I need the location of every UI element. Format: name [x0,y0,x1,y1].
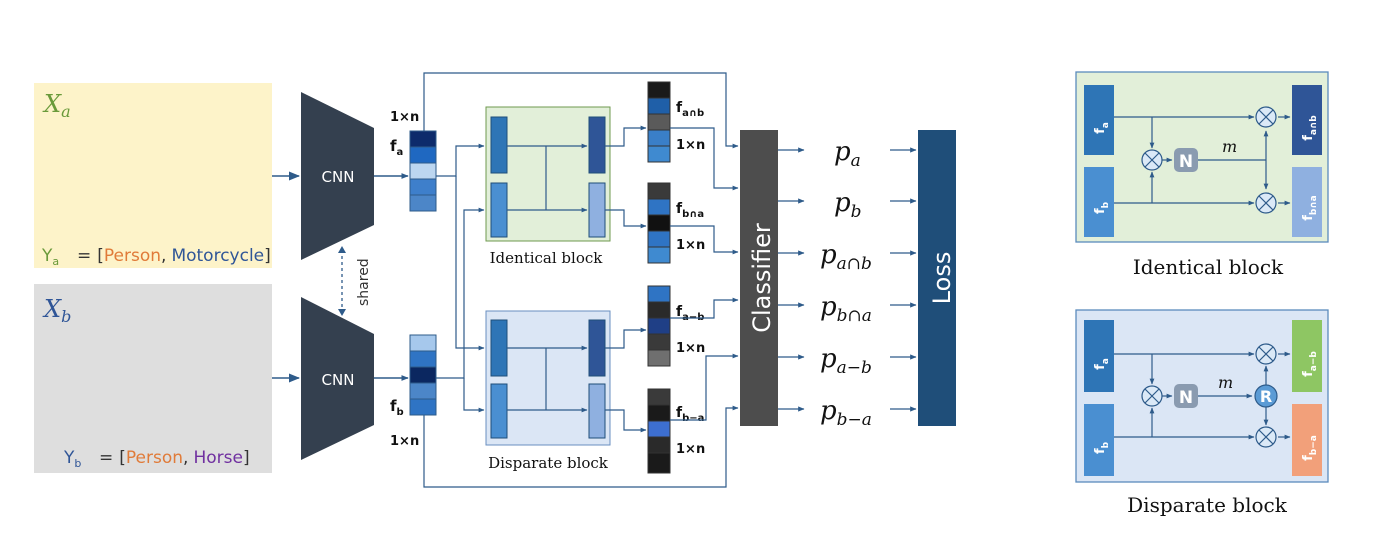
feature-vector-fb: fb 1×n [390,334,437,449]
label-a-prefix: Ya [41,246,59,268]
svg-text:Loss: Loss [928,252,956,305]
svg-text:fa∩b: fa∩b [676,100,704,119]
svg-text:1×n: 1×n [390,110,419,125]
disparate-block-caption: Disparate block [488,454,609,472]
label-b-classes: =[Person,Horse] [99,448,250,468]
svg-text:fb∩a: fb∩a [676,201,704,220]
svg-text:1×n: 1×n [676,341,705,356]
svg-text:fb∩a: fb∩a [1301,195,1319,220]
feature-vector-f-a-and-b: fa∩b 1×n [647,81,705,163]
svg-text:fb: fb [1093,441,1111,454]
svg-text:Xa: Xa [42,90,71,121]
svg-text:N: N [1179,152,1193,172]
feature-vector-f-a-minus-b: fa−b 1×n [647,285,705,367]
output-p-b-minus-a: pb−a [820,396,872,430]
class-person-b: Person [126,448,183,468]
svg-text:fa: fa [1093,358,1111,370]
svg-text:fa∩b: fa∩b [1301,115,1319,141]
svg-text:fb: fb [390,397,404,418]
identical-detail-caption: Identical block [1133,255,1284,279]
shared-label: shared [356,258,372,306]
cnn-top: CNN [301,92,374,260]
input-a-sub: a [61,102,71,121]
input-panel-a: Xa Ya =[Person,Motorcycle] [34,83,272,268]
classifier-block: Classifier [740,130,778,426]
identical-block-detail: fa fb fa∩b fb∩a N m Iden [1075,71,1329,279]
disparate-detail-caption: Disparate block [1127,493,1288,517]
feature-vector-f-b-and-a: fb∩a 1×n [647,182,705,264]
label-b-prefix: Yb [63,448,81,470]
svg-text:1×n: 1×n [676,238,705,253]
output-p-b: pb [834,188,862,222]
output-p-a: pa [834,137,861,171]
svg-text:fa−b: fa−b [676,304,704,323]
feature-vector-f-b-minus-a: fb−a 1×n [647,388,705,474]
input-a-var: X [42,90,62,118]
input-b-sub: b [61,307,71,326]
svg-text:m: m [1218,373,1233,392]
svg-text:fb: fb [1093,201,1111,214]
output-probabilities: pa pb pa∩b pb∩a pa−b pb−a [820,137,872,430]
svg-text:1×n: 1×n [390,434,419,449]
identical-block-caption: Identical block [490,249,604,267]
svg-text:Classifier: Classifier [748,223,776,333]
class-person-a: Person [104,246,161,266]
class-motorcycle: Motorcycle [171,246,264,266]
output-p-a-minus-b: pa−b [820,344,872,378]
output-p-b-and-a: pb∩a [820,292,872,326]
svg-text:fb−a: fb−a [676,405,704,424]
label-a-classes: =[Person,Motorcycle] [77,246,271,266]
feature-vector-fa: 1×n fa [390,110,437,212]
svg-text:CNN: CNN [322,168,355,186]
svg-text:1×n: 1×n [676,138,705,153]
svg-text:fa: fa [390,137,403,158]
svg-text:R: R [1260,387,1272,406]
loss-block: Loss [918,130,956,426]
identical-block-main: Identical block [485,106,611,267]
svg-text:fb−a: fb−a [1301,435,1319,461]
disparate-block-main: Disparate block [485,310,611,472]
svg-text:fa: fa [1093,122,1111,134]
svg-text:N: N [1179,388,1193,408]
svg-text:fa−b: fa−b [1301,351,1319,377]
class-horse: Horse [193,448,243,468]
input-b-var: X [42,295,62,323]
svg-text:CNN: CNN [322,371,355,389]
svg-text:m: m [1222,137,1237,156]
output-p-a-and-b: pa∩b [820,240,872,274]
svg-text:Xb: Xb [42,295,71,326]
input-panel-b: Xb Yb =[Person,Horse] [34,284,272,473]
cnn-bottom: CNN [301,297,374,460]
disparate-block-detail: fa fb fa−b fb−a N m R [1075,309,1329,517]
svg-text:1×n: 1×n [676,442,705,457]
